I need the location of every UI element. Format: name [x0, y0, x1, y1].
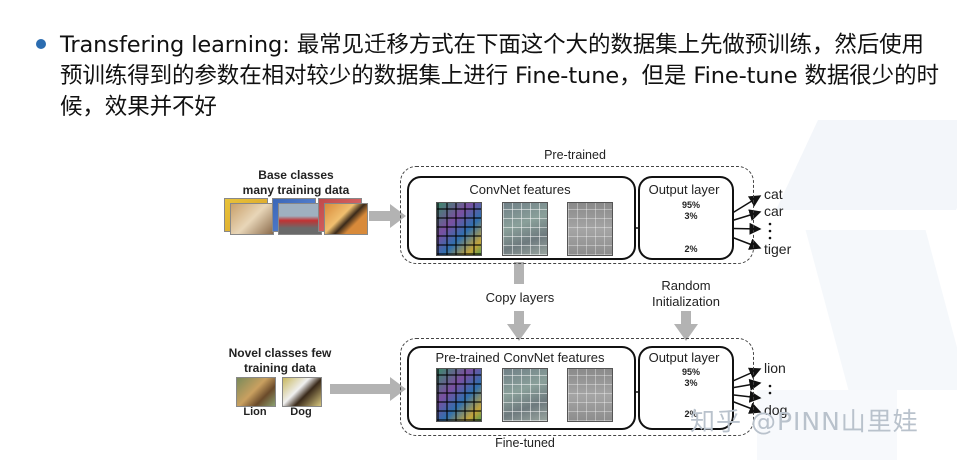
feature-map-layer2	[502, 202, 548, 256]
prob-2-bottom: 2%	[684, 409, 698, 419]
output-car: car	[764, 203, 784, 219]
novel-image-lion	[236, 377, 276, 407]
prob-3-bottom: 3%	[684, 378, 698, 388]
novel-label-dog: Dog	[290, 406, 312, 418]
prob-95-bottom: 95%	[681, 367, 700, 377]
novel-label-lion: Lion	[243, 406, 267, 418]
prob-3-top: 3%	[684, 211, 698, 221]
feature-map-layer2-bottom	[502, 368, 548, 422]
bullet-item: Transfering learning: 最常见迁移方式在下面这个大的数据集上…	[36, 30, 946, 123]
finetuned-dashed-group	[400, 338, 754, 436]
feature-map-layer1	[436, 202, 482, 256]
feature-map-layer3-bottom	[567, 368, 613, 422]
finetuned-label: Fine-tuned	[470, 436, 580, 450]
gray-arrow-novel-to-convnet	[330, 377, 406, 401]
gray-arrow-base-to-convnet	[369, 204, 406, 228]
bullet-dot-icon	[36, 39, 46, 49]
gray-arrow-random-init	[674, 311, 698, 341]
gray-arrow-copy-layers	[507, 262, 531, 341]
output-layer-bottom-title: Output layer	[648, 350, 720, 365]
convnet-features-title: ConvNet features	[469, 182, 571, 197]
output-dog: dog	[764, 402, 788, 418]
base-classes-line1: Base classes	[258, 168, 334, 182]
base-image-cat	[230, 203, 274, 235]
base-classes-line2: many training data	[242, 183, 350, 197]
copy-layers-label: Copy layers	[485, 290, 555, 305]
novel-image-dog	[282, 377, 322, 407]
feature-map-layer3	[567, 202, 613, 256]
output-layer-top-box	[638, 176, 734, 260]
novel-classes-line2: training data	[243, 361, 316, 375]
output-layer-bottom-box	[638, 346, 734, 430]
base-image-tiger	[324, 203, 368, 235]
output-lion: lion	[764, 360, 786, 376]
background-shape	[757, 390, 897, 460]
random-init-line1: Random	[661, 278, 711, 293]
watermark-text: 知乎 @PINN山里娃	[690, 407, 919, 436]
novel-classes-line1: Novel classes few	[228, 346, 332, 360]
feature-map-layer1-bottom	[436, 368, 482, 422]
random-init-line2: Initialization	[652, 294, 720, 309]
prob-95-top: 95%	[681, 200, 700, 210]
pretrained-convnet-features-title: Pre-trained ConvNet features	[435, 350, 605, 365]
output-cat: cat	[764, 186, 783, 202]
pretrained-label: Pre-trained	[520, 148, 630, 162]
base-image-car	[278, 203, 322, 235]
prob-2-top: 2%	[684, 244, 698, 254]
pretrained-dashed-group	[400, 166, 754, 264]
output-layer-top-title: Output layer	[648, 182, 720, 197]
bullet-text: Transfering learning: 最常见迁移方式在下面这个大的数据集上…	[60, 32, 939, 120]
output-tiger: tiger	[764, 241, 792, 257]
